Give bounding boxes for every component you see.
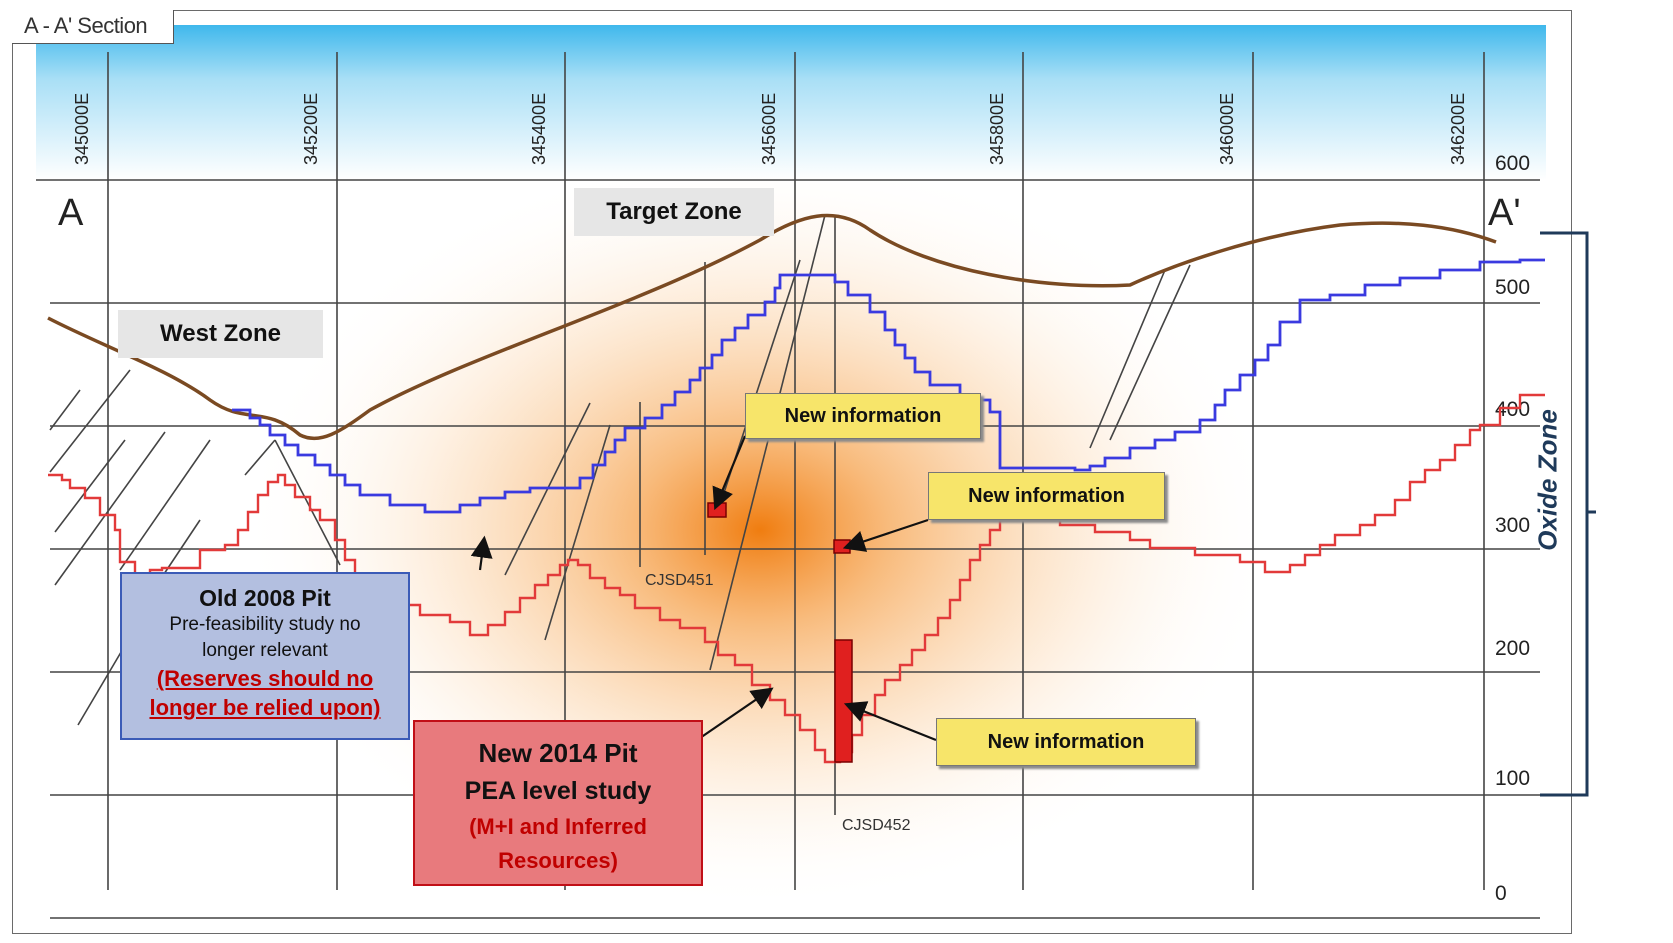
easting-label: 346000E <box>1217 93 1237 165</box>
new-pit-callout: New 2014 Pit PEA level study (M+I and In… <box>413 720 703 886</box>
old-pit-arrow <box>470 535 493 571</box>
easting-label: 345200E <box>301 93 321 165</box>
new-information-callout: New information <box>745 393 981 439</box>
easting-label: 345800E <box>987 93 1007 165</box>
easting-label: 345600E <box>759 93 779 165</box>
section-end-label: A' <box>1488 192 1521 234</box>
old-pit-outline <box>232 258 1545 514</box>
new-information-callout: New information <box>936 718 1196 766</box>
new-pit-outline <box>48 393 1545 764</box>
topography-line <box>47 213 1497 441</box>
new-pit-subtitle: PEA level study <box>464 777 652 805</box>
elevation-label: 200 <box>1495 637 1530 660</box>
oxide-zone-bracket <box>1540 231 1596 797</box>
new-pit-note: Resources) <box>498 848 618 873</box>
new-info-arrow <box>842 518 929 552</box>
old-pit-callout: Old 2008 Pit Pre-feasibility study no lo… <box>120 572 410 740</box>
oxide-zone-text: Oxide Zone <box>1532 409 1563 551</box>
old-pit-title: Old 2008 Pit <box>199 585 331 611</box>
new-information-callout: New information <box>928 472 1165 520</box>
elevation-label: 500 <box>1495 276 1530 299</box>
drillhole-label: CJSD452 <box>842 817 911 834</box>
elevation-label: 600 <box>1495 152 1530 175</box>
target-zone-label: Target Zone <box>574 188 774 236</box>
section-start-label: A <box>58 192 84 234</box>
old-pit-note: longer be relied upon) <box>149 695 381 720</box>
new-pit-arrow <box>699 687 774 739</box>
new-info-arrow <box>843 701 937 742</box>
old-pit-line: longer relevant <box>202 640 328 661</box>
easting-label: 346200E <box>1448 93 1468 165</box>
anomaly-glow <box>240 150 1280 910</box>
elevation-label: 300 <box>1495 514 1530 537</box>
new-pit-note: (M+I and Inferred <box>469 814 647 839</box>
drill-intercept <box>834 639 853 763</box>
new-pit-title: New 2014 Pit <box>478 738 638 768</box>
oxide-zone-label: Oxide Zone <box>1528 380 1568 580</box>
elevation-label: 100 <box>1495 767 1530 790</box>
section-title: A - A' Section <box>12 10 174 44</box>
new-info-arrow <box>712 435 747 511</box>
elevation-label: 0 <box>1495 882 1507 905</box>
west-zone-label: West Zone <box>118 310 323 358</box>
easting-label: 345000E <box>72 93 92 165</box>
elevation-label: 400 <box>1495 398 1530 421</box>
old-pit-line: Pre-feasibility study no <box>169 614 361 635</box>
easting-label: 345400E <box>529 93 549 165</box>
drillhole-label: CJSD451 <box>645 572 714 589</box>
old-pit-note: (Reserves should no <box>156 666 374 691</box>
